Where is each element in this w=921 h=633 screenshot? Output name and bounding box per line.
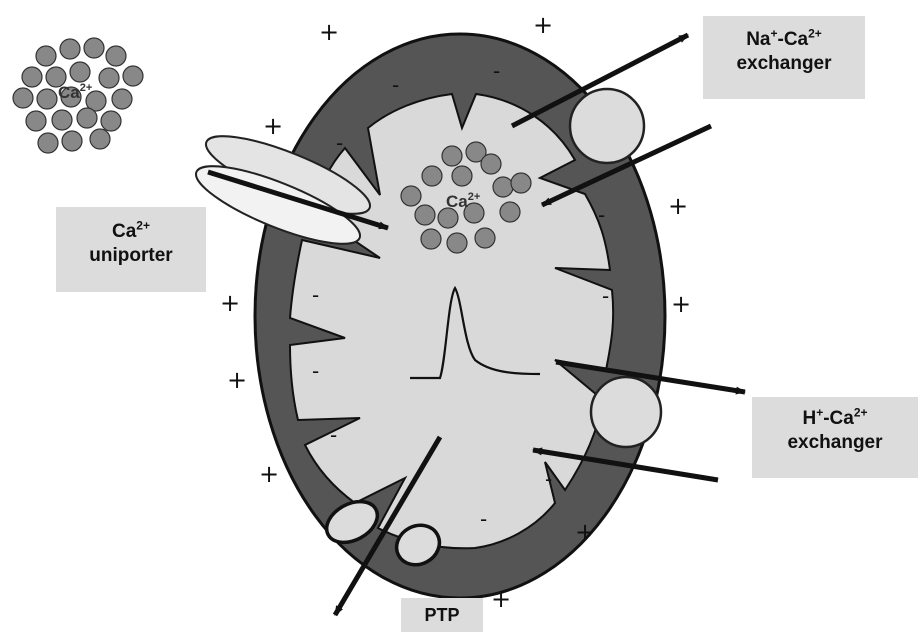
na-exchanger-protein xyxy=(570,89,644,163)
uniporter-word: uniporter xyxy=(56,244,206,268)
minus-sign: - xyxy=(330,423,337,447)
na-ca-exchanger-label: Na+-Ca2+ exchanger xyxy=(703,16,865,99)
plus-sign: + xyxy=(259,460,279,488)
plus-sign: + xyxy=(227,366,247,394)
minus-sign: - xyxy=(493,59,500,83)
plus-sign: + xyxy=(319,18,339,46)
minus-sign: - xyxy=(545,467,552,491)
h-exchanger-protein xyxy=(591,377,661,447)
h-ca-exchanger-word: exchanger xyxy=(752,431,918,455)
minus-sign: - xyxy=(602,284,609,308)
uniporter-ion: Ca2+ xyxy=(56,220,206,244)
plus-sign: + xyxy=(263,112,283,140)
minus-sign: - xyxy=(312,283,319,307)
minus-sign: - xyxy=(312,359,319,383)
minus-sign: - xyxy=(598,203,605,227)
plus-sign: + xyxy=(668,192,688,220)
plus-sign: + xyxy=(220,289,240,317)
na-ca-exchanger-title: Na+-Ca2+ xyxy=(703,28,865,52)
plus-sign: + xyxy=(491,585,511,613)
ptp-label: PTP xyxy=(401,598,483,632)
h-ca-exchanger-label: H+-Ca2+ exchanger xyxy=(752,397,918,478)
na-ca-exchanger-word: exchanger xyxy=(703,52,865,76)
plus-sign: + xyxy=(533,11,553,39)
minus-sign: - xyxy=(392,73,399,97)
uniporter-label: Ca2+ uniporter xyxy=(56,207,206,292)
plus-sign: + xyxy=(671,290,691,318)
h-ca-exchanger-title: H+-Ca2+ xyxy=(752,407,918,431)
plus-sign: + xyxy=(575,518,595,546)
minus-sign: - xyxy=(336,131,343,155)
minus-sign: - xyxy=(480,507,487,531)
